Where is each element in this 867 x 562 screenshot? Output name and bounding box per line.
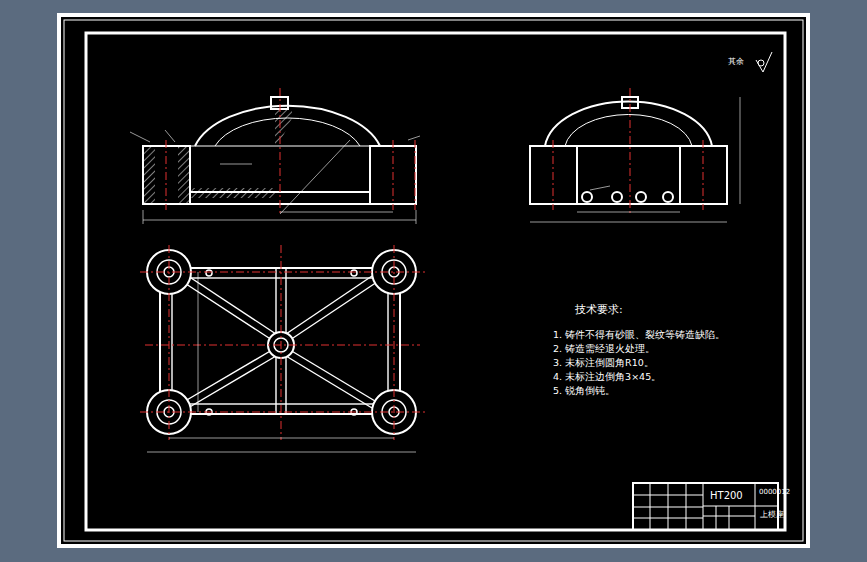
roughness-note: 其余	[728, 58, 744, 67]
requirements-heading: 技术要求:	[575, 304, 623, 316]
part-name: 上模座	[760, 511, 784, 520]
material-cell: HT200	[710, 490, 743, 501]
drawing-number: 0000012	[759, 489, 790, 497]
requirement-line: 3. 未标注倒圆角R10。	[553, 358, 654, 368]
requirement-line: 1. 铸件不得有砂眼、裂纹等铸造缺陷。	[553, 330, 725, 340]
requirement-line: 5. 锐角倒钝。	[553, 386, 615, 396]
requirement-line: 2. 铸造需经退火处理。	[553, 344, 655, 354]
requirement-line: 4. 未标注边倒角3×45。	[553, 372, 661, 382]
